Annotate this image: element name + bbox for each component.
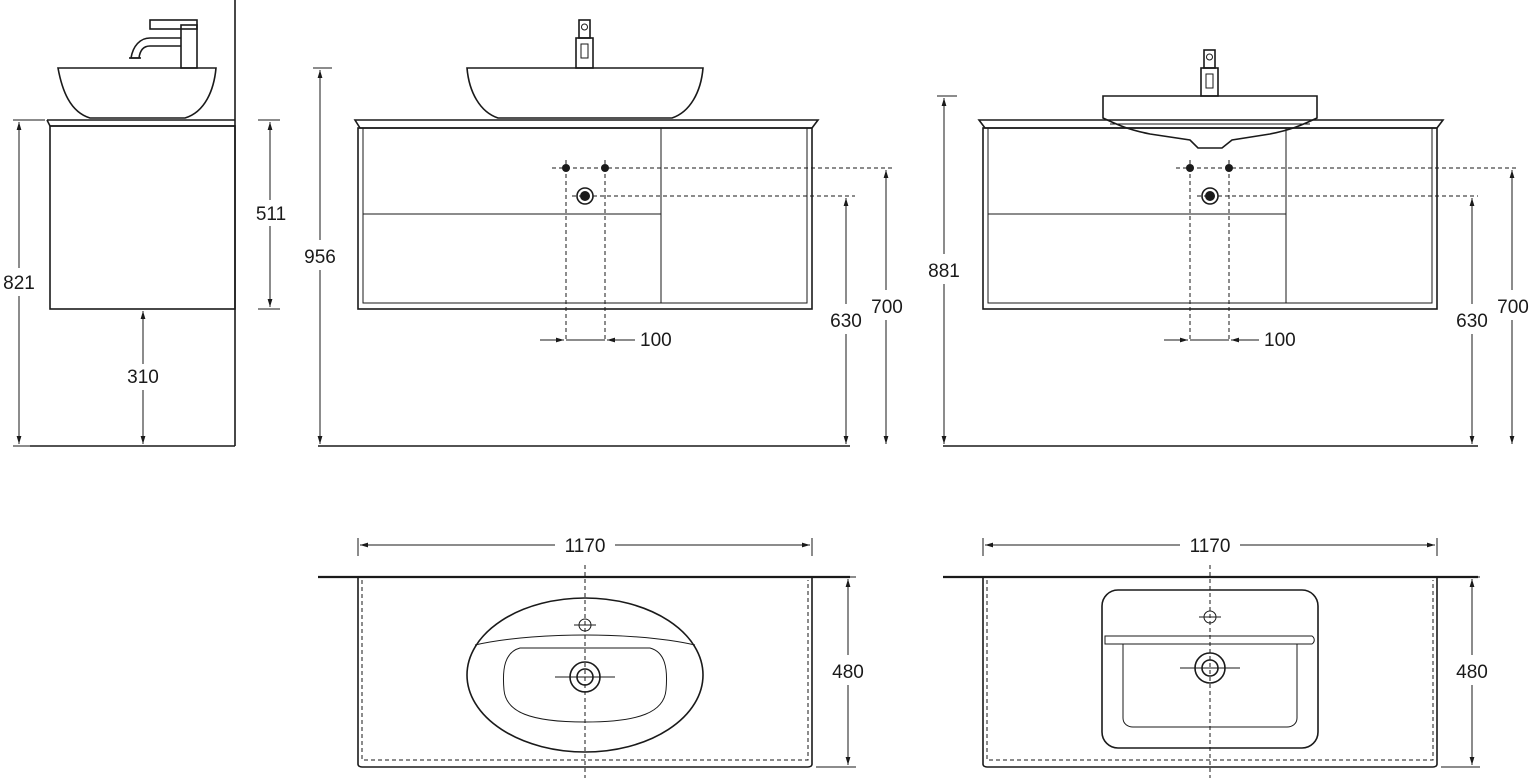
basin-bowl [1122, 643, 1298, 728]
vessel-basin-front [466, 67, 704, 119]
dim-881: 881 [928, 261, 960, 282]
faucet-front [575, 19, 594, 69]
cabinet-frame-inner [362, 127, 808, 304]
vessel-basin-side [57, 67, 217, 119]
dim-956: 956 [304, 247, 336, 268]
cabinet-side [49, 125, 236, 310]
dim-100: 100 [640, 330, 672, 351]
side-view: 821 511 310 [3, 0, 286, 447]
vessel-basin-plan [466, 597, 704, 753]
dim-310: 310 [127, 367, 159, 388]
countertop-plan [982, 577, 1438, 768]
cabinet-front [982, 127, 1438, 310]
countertop-plan [357, 577, 813, 768]
dim-700: 700 [871, 297, 903, 318]
integrated-basin-front [1102, 95, 1318, 149]
faucet-front [1200, 49, 1219, 97]
dim-1170: 1170 [1190, 536, 1231, 557]
front-view-integrated: 100 881 630 700 [928, 49, 1529, 447]
plan-view-integrated: 1170 480 [943, 536, 1488, 778]
plan-view-vessel: 1170 480 [318, 536, 864, 778]
front-view-vessel: 100 956 630 700 [304, 19, 903, 447]
dim-1170: 1170 [565, 536, 606, 557]
dim-630: 630 [830, 311, 862, 332]
dim-630: 630 [1456, 311, 1488, 332]
dim-480: 480 [1456, 662, 1488, 683]
dim-700: 700 [1497, 297, 1529, 318]
countertop-side [46, 119, 235, 127]
dim-100: 100 [1264, 330, 1296, 351]
dim-480: 480 [832, 662, 864, 683]
integrated-basin-plan [1101, 589, 1319, 749]
cabinet-frame-inner [987, 127, 1433, 304]
dim-511: 511 [256, 204, 286, 225]
faucet-side [129, 19, 198, 69]
cabinet-front [357, 127, 813, 310]
dim-821: 821 [3, 273, 35, 294]
countertop-front [353, 119, 820, 129]
